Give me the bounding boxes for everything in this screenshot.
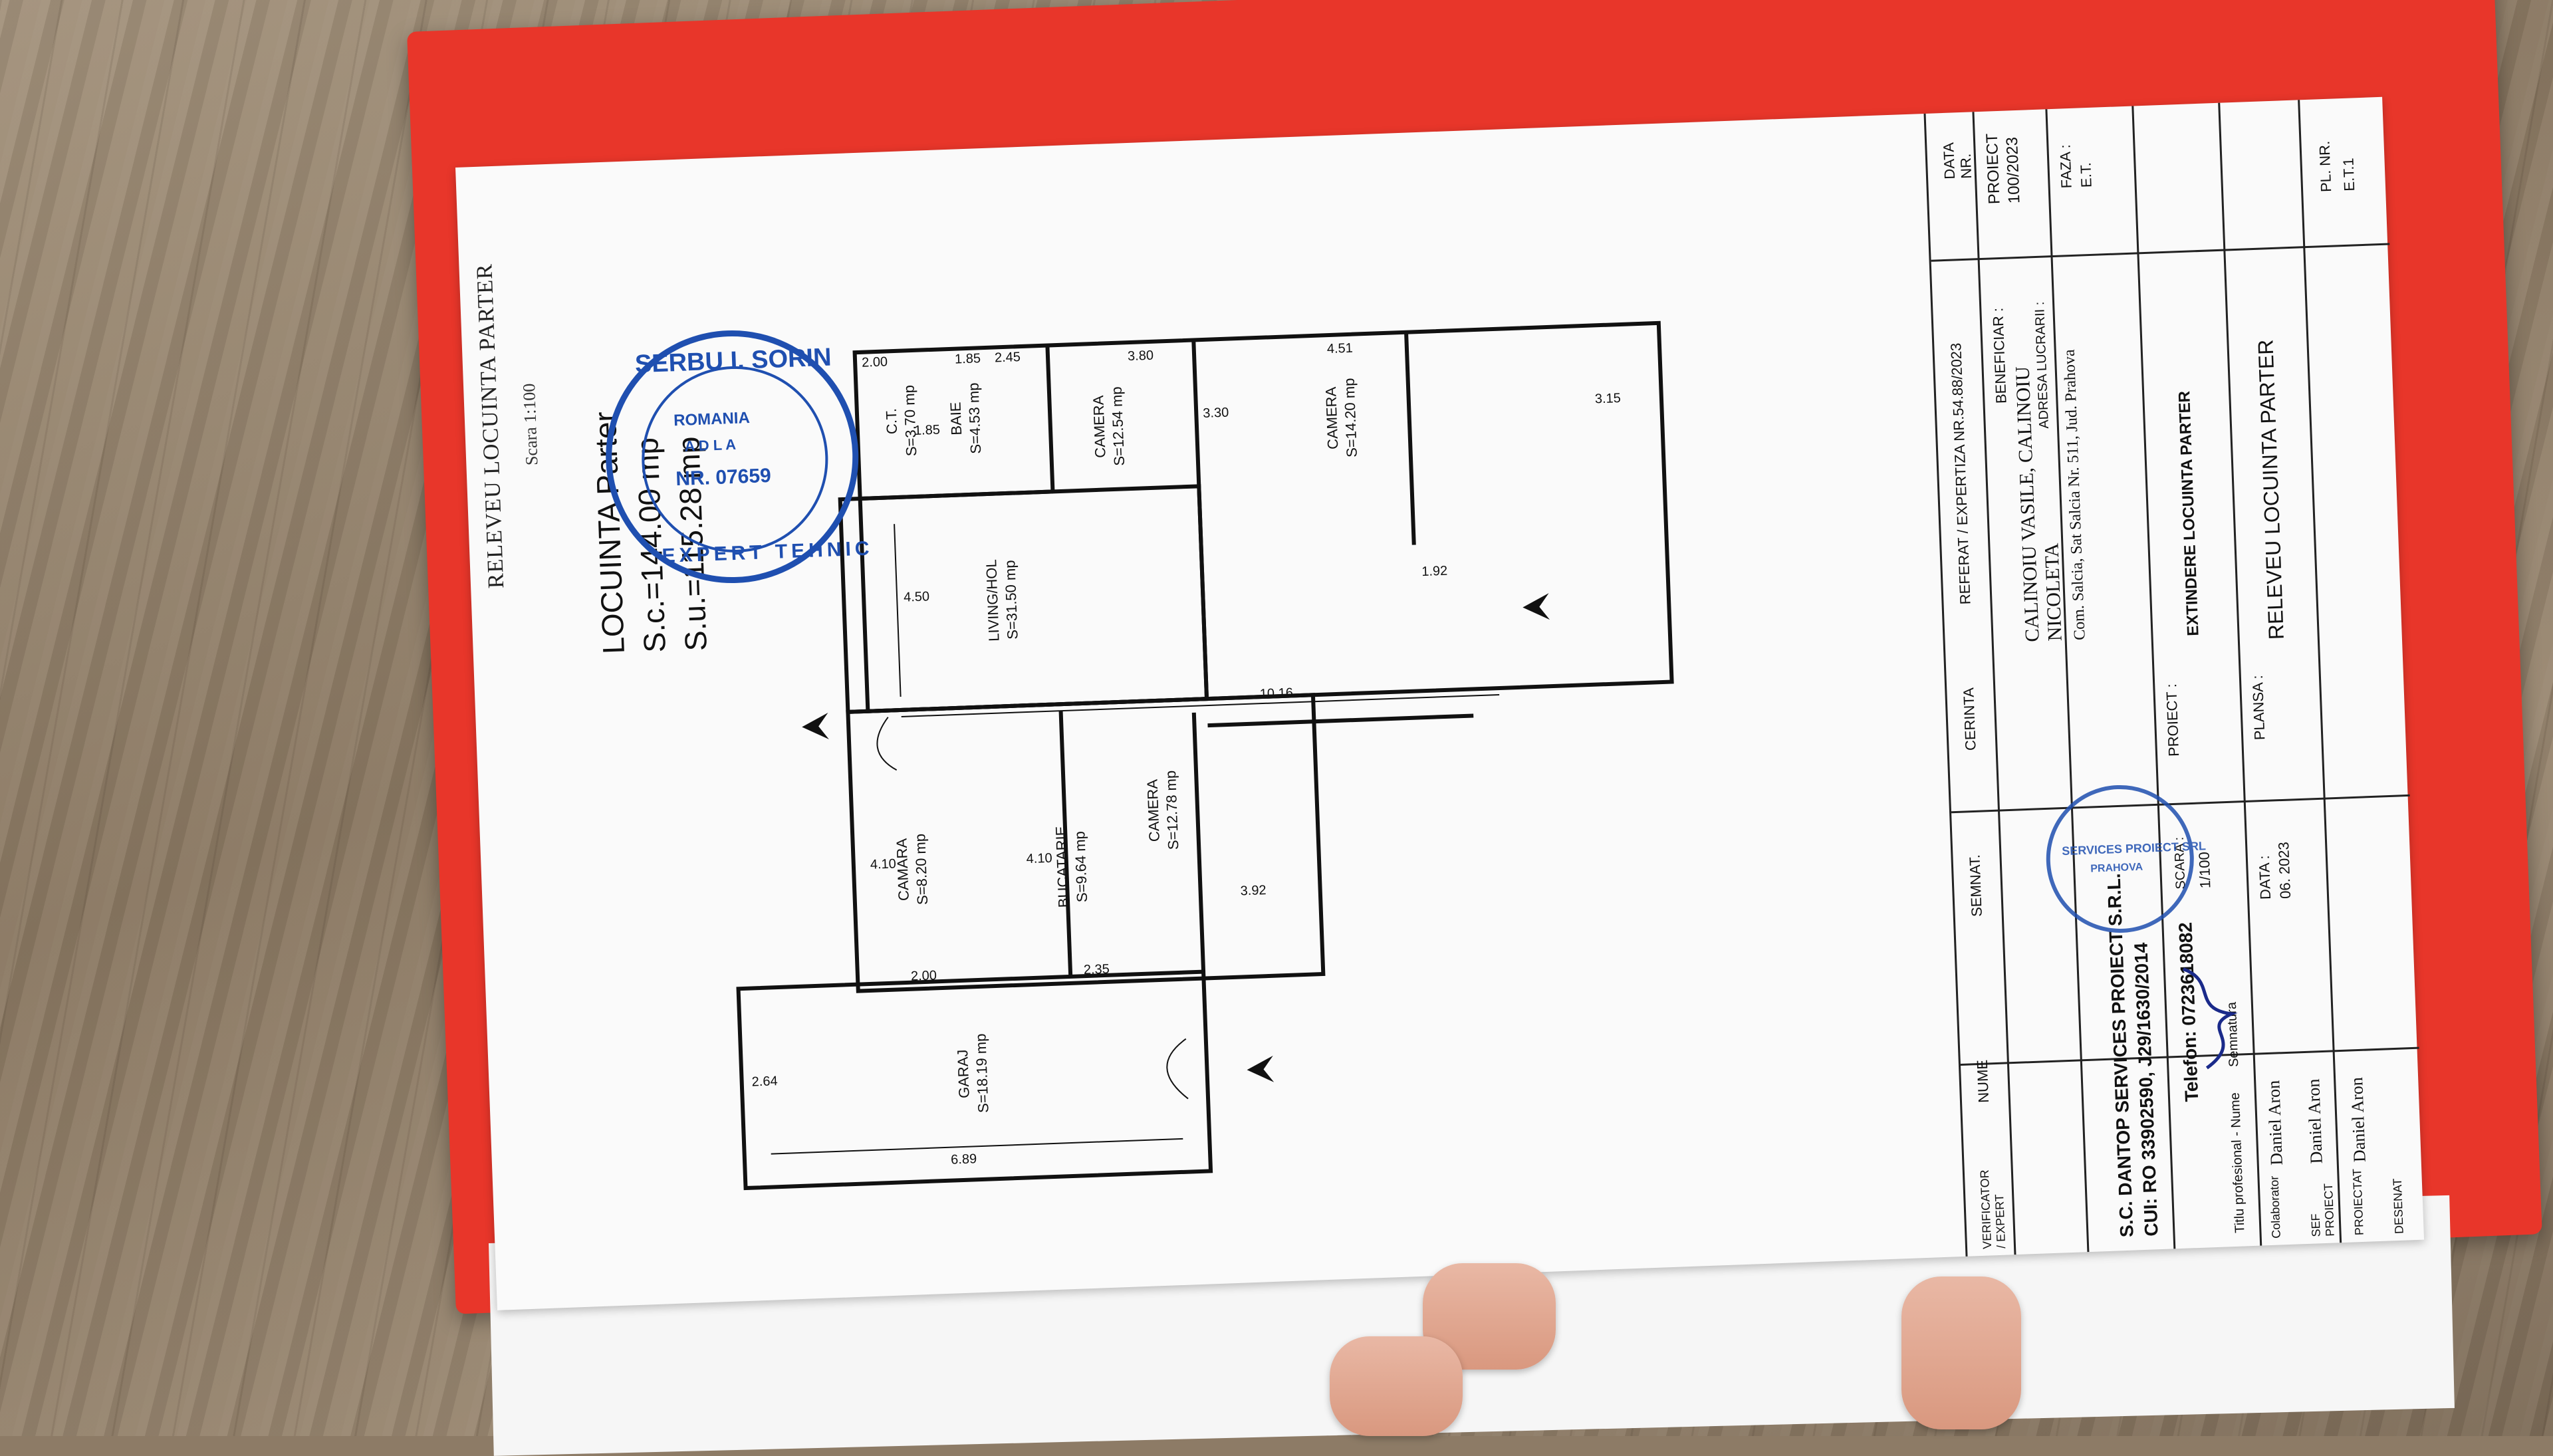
room-camera-1: CAMERA S=12.54 mp [1088, 362, 1130, 490]
tb-referat: REFERAT / EXPERTIZA NR.54.88/2023 [1947, 342, 1974, 605]
dim-1016: 10.16 [1259, 685, 1294, 702]
door-arc-living [876, 717, 898, 771]
signature-icon [2183, 967, 2238, 1070]
stamp-number: NR. 07659 [675, 464, 772, 491]
tb-nume: NUME [1973, 1059, 1993, 1104]
tb-proiectat: PROIECTAT [2350, 1168, 2366, 1236]
dim-451: 4.51 [1326, 340, 1354, 357]
wall-bucatarie [1191, 712, 1206, 972]
tb-faza-label: FAZA : [2056, 144, 2075, 189]
tb-project-label: PROIECT : [2163, 683, 2183, 757]
dim-line-689 [771, 1138, 1183, 1155]
title-block: DATA NR. REFERAT / EXPERTIZA NR.54.88/20… [1923, 96, 2427, 1257]
tb-person-1: Daniel Aron [2264, 1080, 2286, 1166]
room-ct: C.T. S=3.70 mp [881, 377, 921, 465]
room-area: S=8.20 mp [912, 833, 931, 905]
dim-line-1016 [901, 693, 1500, 717]
tb-verificator: VERIFICATOR / EXPERT [1977, 1169, 2008, 1250]
tb-project: EXTINDERE LOCUINTA PARTER [2175, 390, 2203, 637]
dim-line-living [894, 524, 902, 697]
company-stamp-sub: PRAHOVA [2090, 861, 2143, 875]
tb-person-2: Daniel Aron [2304, 1078, 2326, 1164]
room-camara: CAMARA S=8.20 mp [892, 816, 933, 923]
wall-baie [1045, 345, 1055, 492]
tb-plnr: E.T.1 [2340, 158, 2358, 192]
dim-450: 4.50 [903, 589, 930, 605]
stamp-country: ROMANIA [673, 409, 751, 430]
thumb [1901, 1276, 2021, 1429]
dim-185a: 1.85 [913, 422, 941, 438]
tb-semnat: SEMNAT. [1966, 854, 1985, 917]
finger-2 [1330, 1336, 1463, 1436]
stamp-inner-ring [638, 362, 832, 556]
room-bucatarie: BUCATARIE S=9.64 mp [1051, 810, 1092, 924]
dim-264: 2.64 [751, 1074, 779, 1090]
room-area: S=4.53 mp [965, 382, 985, 454]
entry-arrow-living [802, 713, 829, 739]
wall-camera3 [1207, 713, 1474, 728]
dim-392: 3.92 [1240, 883, 1267, 899]
tb-proiect-nr: 100/2023 [2003, 136, 2024, 204]
floor-plan-sheet: RELEVEU LOCUINTA PARTER Scara 1:100 LOCU… [455, 96, 2427, 1310]
tb-proiect-label: PROIECT [1983, 133, 2004, 205]
dim-330: 3.30 [1202, 405, 1229, 422]
dim-315: 3.15 [1594, 391, 1622, 407]
entry-arrow-camera [1522, 593, 1550, 620]
stamp-codes: A D L A [684, 435, 737, 455]
dim-245: 2.45 [994, 350, 1021, 366]
wall-camara [1058, 711, 1073, 977]
dim-200a: 2.00 [861, 354, 888, 370]
dim-689: 6.89 [950, 1152, 977, 1167]
room-area: S=3.70 mp [900, 384, 920, 457]
room-garaj: GARAJ S=18.19 mp [952, 1013, 994, 1134]
tb-data-value: 06. 2023 [2275, 841, 2294, 900]
wall-ct-baie [860, 489, 1053, 501]
wall-outline-kitchen [846, 693, 1326, 993]
dim-410b: 4.10 [1026, 850, 1053, 867]
dim-235: 2.35 [1083, 961, 1110, 978]
tb-beneficiar-label: BENEFICIAR : [1989, 307, 2010, 404]
tb-cerinta: CERINTA [1960, 687, 1979, 751]
room-baie: BAIE S=4.53 mp [945, 368, 986, 469]
door-arc-garage [1166, 1038, 1189, 1100]
tb-sef-proiect: SEF PROIECT [2308, 1183, 2337, 1237]
wall-camera1 [1191, 340, 1209, 699]
tb-nr: NR. [1957, 153, 1975, 180]
tb-person-3: Daniel Aron [2347, 1076, 2370, 1163]
tb-data-label2: DATA : [2255, 855, 2274, 900]
tb-faza: E.T. [2077, 162, 2095, 188]
room-living: LIVING/HOL S=31.50 mp [981, 533, 1023, 667]
company-stamp-text: SERVICES PROIECT SRL [2061, 839, 2207, 858]
tb-line-h1 [1931, 243, 2390, 262]
dim-410a: 4.10 [870, 856, 897, 872]
entry-arrow-garage [1247, 1055, 1275, 1082]
tb-titlu: Titlu profesional - Nume [2227, 1092, 2248, 1234]
tb-desenat: DESENAT [2390, 1177, 2406, 1235]
company-stamp: SERVICES PROIECT SRL PRAHOVA [2043, 782, 2206, 935]
room-camera-2: CAMERA S=14.20 mp [1320, 354, 1362, 481]
tb-plnr-label: PL. NR. [2316, 140, 2335, 193]
tb-plansa-label: PLANSA : [2249, 674, 2268, 741]
dim-200b: 2.00 [910, 968, 937, 984]
dim-185b: 1.85 [954, 351, 981, 367]
tb-plansa: RELEVEU LOCUINTA PARTER [2253, 339, 2288, 640]
wall-camera2 [1404, 332, 1416, 545]
tb-colaborator: Colaborator [2267, 1175, 2283, 1239]
dim-192: 1.92 [1421, 563, 1448, 580]
wall-outline-living [838, 484, 1209, 715]
dim-380: 3.80 [1127, 348, 1154, 364]
floor-plan-drawing [736, 320, 1674, 1191]
room-camera-3: CAMERA S=12.78 mp [1142, 747, 1184, 874]
wall-outline-garage [736, 969, 1213, 1191]
